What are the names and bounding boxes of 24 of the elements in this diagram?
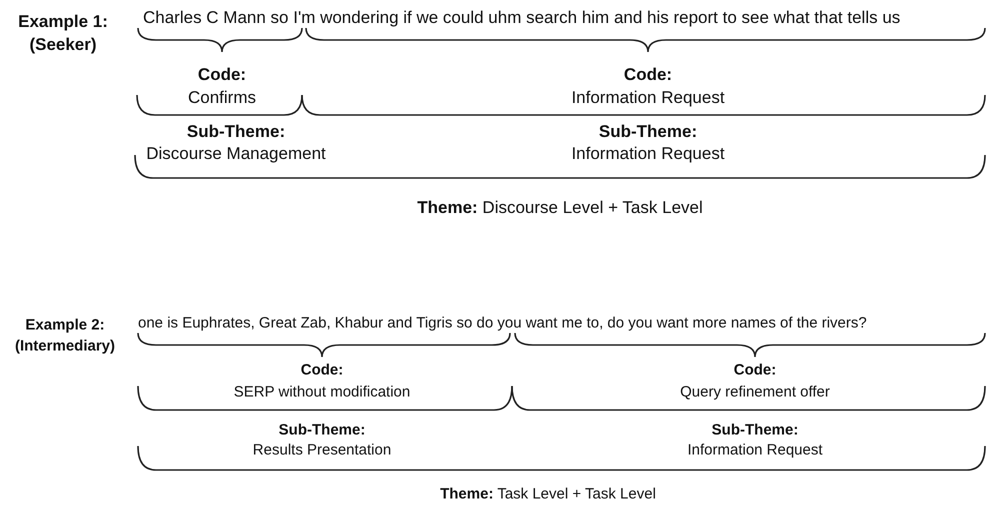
- subtheme-value: Information Request: [687, 442, 823, 458]
- theme-text: Theme: Discourse Level + Task Level: [417, 198, 703, 218]
- subtheme-heading: Sub-Theme:: [278, 422, 366, 438]
- example-label: Example 2:: [25, 316, 105, 334]
- code-heading: Code:: [300, 362, 344, 378]
- subtheme-value: Results Presentation: [252, 442, 392, 458]
- subtheme-heading: Sub-Theme:: [186, 122, 286, 142]
- code-heading: Code:: [198, 65, 246, 85]
- example-label: Example 1:: [18, 12, 108, 32]
- code-value: Information Request: [571, 88, 725, 108]
- utterance-text: one is Euphrates, Great Zab, Khabur and Tigris so do you want me to, do you want more names of the rivers?: [138, 314, 867, 332]
- code-heading: Code:: [734, 362, 776, 378]
- subtheme-heading: Sub-Theme:: [712, 422, 798, 438]
- code-value: Query refinement offer: [680, 384, 830, 400]
- subtheme-value: Information Request: [571, 144, 725, 164]
- subtheme-heading: Sub-Theme:: [598, 122, 698, 142]
- subtheme-value: Discourse Management: [146, 144, 326, 164]
- role-label: (Intermediary): [14, 338, 116, 354]
- code-value: SERP without modification: [234, 384, 410, 400]
- theme-text: Theme: Task Level + Task Level: [440, 486, 656, 502]
- role-label: (Seeker): [29, 35, 97, 55]
- code-heading: Code:: [624, 65, 672, 85]
- utterance-text: Charles C Mann so I'm wondering if we could uhm search him and his report to see what that tells us: [143, 8, 900, 28]
- code-value: Confirms: [188, 88, 256, 108]
